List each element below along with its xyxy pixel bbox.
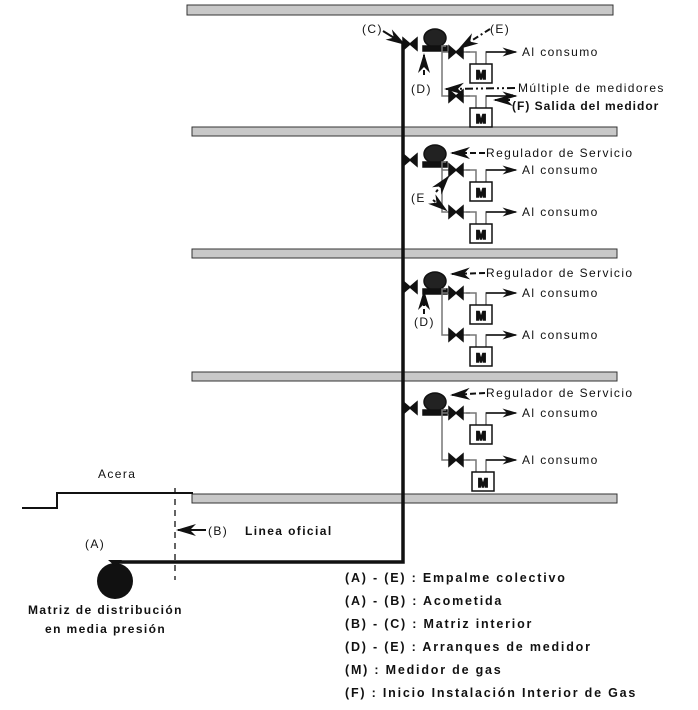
meter-label: M	[476, 429, 486, 443]
label-al-consumo: Al consumo	[522, 406, 599, 420]
meter-connection	[466, 211, 515, 224]
label-salida: (F) Salida del medidor	[512, 99, 659, 113]
regulator-icon	[422, 144, 448, 168]
label-e-floor2: (E	[411, 191, 426, 205]
label-al-consumo: Al consumo	[522, 328, 599, 342]
label-d-top: (D)	[411, 82, 432, 96]
legend-item: (B) - (C) : Matriz interior	[345, 617, 533, 631]
label-al-consumo: Al consumo	[522, 286, 599, 300]
valve-icon	[402, 280, 418, 294]
valve-icon	[448, 45, 464, 59]
label-e-top: (E)	[490, 22, 510, 36]
meter-box	[469, 346, 493, 367]
meter-box	[469, 63, 493, 84]
meter-label: M	[476, 68, 486, 82]
label-al-consumo: Al consumo	[522, 45, 599, 59]
meter-label: M	[478, 476, 488, 490]
valve-icon	[448, 406, 464, 420]
distribution-main-ball	[97, 560, 133, 599]
label-multiple: Múltiple de medidores	[518, 81, 665, 95]
valve-icon	[402, 37, 418, 51]
meter-box	[469, 181, 493, 202]
label-regulador-2: Regulador de Servicio	[486, 266, 633, 280]
branch-pipe	[441, 409, 470, 461]
meter-connection	[466, 51, 515, 64]
label-al-consumo: Al consumo	[522, 163, 599, 177]
legend-item: (D) - (E) : Arranques de medidor	[345, 640, 592, 654]
meter-box	[469, 223, 493, 244]
label-matriz-2: en media presión	[45, 622, 166, 636]
label-acera: Acera	[98, 467, 136, 481]
valve-icon	[402, 153, 418, 167]
legend: (A) - (E) : Empalme colectivo (A) - (B) …	[345, 571, 637, 700]
label-al-consumo: Al consumo	[522, 453, 599, 467]
meter-group-floor: MM	[402, 271, 518, 367]
meter-connection	[466, 169, 515, 182]
meter-box	[469, 424, 493, 445]
valve-icon	[448, 286, 464, 300]
label-regulador-3: Regulador de Servicio	[486, 386, 633, 400]
label-b: (B)	[208, 524, 228, 538]
meter-group-floor: MM	[402, 144, 518, 244]
meter-connection	[466, 95, 515, 108]
valve-icon	[448, 89, 464, 103]
meter-connection	[466, 334, 515, 347]
meter-label: M	[476, 186, 486, 200]
slab-roof	[186, 4, 614, 16]
regulator-icon	[422, 271, 448, 295]
label-al-consumo: Al consumo	[522, 205, 599, 219]
main-riser-pipe	[118, 42, 405, 564]
meter-group-floor: MM	[402, 392, 518, 492]
label-d-floor3: (D)	[414, 315, 435, 329]
meter-label: M	[476, 351, 486, 365]
valve-icon	[448, 453, 464, 467]
legend-item: (A) - (E) : Empalme colectivo	[345, 571, 567, 585]
label-matriz-1: Matriz de distribución	[28, 603, 183, 617]
valve-icon	[448, 205, 464, 219]
valve-icon	[402, 401, 418, 415]
meter-label: M	[476, 228, 486, 242]
meter-label: M	[476, 112, 486, 126]
meter-connection	[466, 459, 515, 472]
meter-box	[469, 107, 493, 128]
legend-item: (A) - (B) : Acometida	[345, 594, 503, 608]
label-a: (A)	[85, 537, 105, 551]
valve-icon	[448, 163, 464, 177]
regulator-icon	[422, 28, 448, 52]
label-linea-oficial: Linea oficial	[245, 524, 333, 538]
meter-box	[469, 304, 493, 325]
legend-item: (F) : Inicio Instalación Interior de Gas	[345, 686, 637, 700]
meter-box	[471, 471, 495, 492]
sidewalk-profile	[22, 492, 193, 509]
regulator-icon	[422, 392, 448, 416]
meter-connection	[466, 412, 515, 425]
meter-group-floor: MM	[402, 28, 518, 128]
branch-pipe	[441, 288, 470, 336]
valve-icon	[448, 328, 464, 342]
leader-arrows	[176, 28, 516, 536]
legend-item: (M) : Medidor de gas	[345, 663, 503, 677]
consumo-labels: Al consumo Al consumo Al consumo Al consumo…	[522, 45, 599, 467]
label-regulador-1: Regulador de Servicio	[486, 146, 633, 160]
label-c: (C)	[362, 22, 383, 36]
meter-connection	[466, 292, 515, 305]
meter-label: M	[476, 309, 486, 323]
